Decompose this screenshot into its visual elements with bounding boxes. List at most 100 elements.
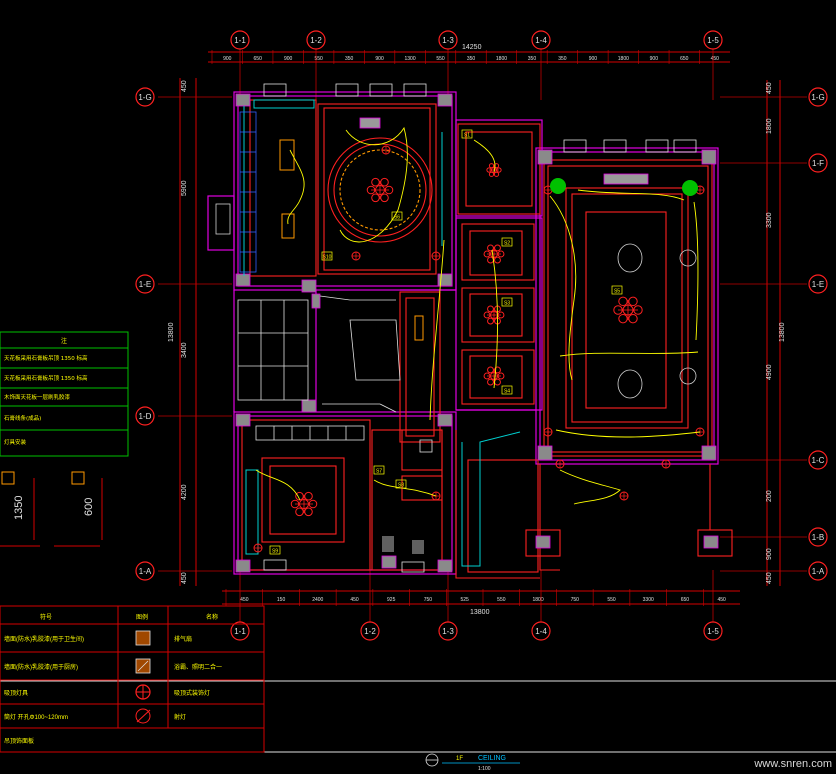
bottom-dim-value: 750 (571, 597, 580, 603)
right-dim: 1800 (766, 118, 773, 134)
pendant-lamp-icon (483, 305, 505, 325)
tag-label: S10 (323, 255, 332, 261)
right-dim: 13800 (779, 322, 786, 342)
top-dim-value: 1800 (496, 56, 507, 62)
downlight-icon (543, 427, 553, 437)
bottom-dim-value: 550 (607, 597, 616, 603)
bottom-dim-value: 2400 (312, 597, 323, 603)
grid-bubble-right: 1-G (808, 87, 828, 107)
height-markers: 1350 600 (0, 471, 103, 547)
tag-label: S9 (272, 549, 278, 555)
tag-label: S7 (376, 469, 382, 475)
grid-bubble-top: 1-2 (306, 30, 326, 50)
grid-bubble-top: 1-5 (703, 30, 723, 50)
bottom-dim-value: 550 (497, 597, 506, 603)
pendant-lamp-icon (483, 366, 505, 386)
grid-bubble-top: 1-3 (438, 30, 458, 50)
grid-bubble-left: 1-G (135, 87, 155, 107)
pendant-lamp-icon (486, 163, 502, 177)
note-line: 天花板采用石膏板吊顶 1350 标高 (4, 354, 88, 362)
grid-bubble-bottom: 1-1 (230, 621, 250, 641)
top-dim-value: 900 (284, 56, 293, 62)
tag-box (501, 297, 513, 307)
svg-text:1-E: 1-E (139, 280, 151, 289)
downlight-icon (661, 459, 671, 469)
legend-name: 排气扇 (174, 635, 192, 643)
drawing-title-text: CEILING (478, 755, 506, 762)
legend-desc: 筒灯 开孔Φ100~120mm (4, 713, 68, 721)
legend-header: 图例 (136, 613, 148, 621)
tag-box (321, 251, 333, 261)
right-dim: 3300 (766, 212, 773, 228)
grid-bubble-left: 1-E (135, 274, 155, 294)
grid-bubble-right: 1-F (808, 153, 828, 173)
tag-label: S8 (398, 483, 404, 489)
top-dim-value: 650 (254, 56, 263, 62)
drawing-title: 1F CEILING 1:100 (425, 753, 520, 772)
downlight-icon (381, 145, 391, 155)
legend-symbols (135, 630, 151, 724)
top-dim-value: 900 (223, 56, 232, 62)
svg-text:1-3: 1-3 (442, 627, 454, 636)
pendant-lamp-icon (366, 177, 394, 203)
svg-text:1-A: 1-A (139, 567, 152, 576)
note-line: 石膏线条(成品) (4, 414, 41, 422)
bottom-dim-value: 450 (717, 597, 726, 603)
right-dim: 200 (766, 490, 773, 502)
svg-text:1-3: 1-3 (442, 36, 454, 45)
ceiling-lamp-icon (135, 684, 151, 700)
bottom-dim-value: 750 (424, 597, 433, 603)
grid-bubble-bottom: 1-3 (438, 621, 458, 641)
pendant-lamp-icon (613, 296, 643, 324)
grid-bubble-top: 1-1 (230, 30, 250, 50)
downlight-icon (135, 708, 151, 724)
grid-bubble-left: 1-D (135, 406, 155, 426)
svg-text:1-G: 1-G (138, 93, 151, 102)
tag-box (501, 385, 513, 395)
grid-bubble-left: 1-A (135, 561, 155, 581)
bottom-dim-value: 650 (681, 597, 690, 603)
pendant-lamp-icon (290, 491, 318, 517)
downlight-icon (351, 251, 361, 261)
svg-text:1-F: 1-F (812, 159, 824, 168)
svg-text:1-4: 1-4 (535, 36, 547, 45)
height-value: 1350 (13, 496, 25, 520)
tag-label: S1 (464, 133, 470, 139)
downlight-icon (253, 543, 263, 553)
svg-text:1-1: 1-1 (234, 36, 246, 45)
top-dim-value: 1300 (404, 56, 415, 62)
bottom-dimension-lines (222, 590, 740, 605)
legend-desc: 墙面(防水)乳胶漆(用于卫生间) (4, 635, 84, 643)
tag-box (373, 465, 385, 475)
tag-label: S4 (504, 389, 510, 395)
downlight-icon (555, 459, 565, 469)
legend-desc: 吸顶灯具 (4, 689, 28, 697)
tag-box (501, 237, 513, 247)
legend-name: 吸顶式装饰灯 (174, 689, 210, 697)
left-dim: 450 (181, 572, 188, 584)
grid-bubble-right: 1-A (808, 561, 828, 581)
legend-name: 浴霸、照明二合一 (174, 663, 222, 671)
svg-text:1-5: 1-5 (707, 627, 719, 636)
vertical-dimension-lines (179, 78, 781, 586)
legend-table (0, 605, 265, 753)
top-total-dimension: 14250 (462, 44, 482, 51)
svg-text:1-E: 1-E (812, 280, 824, 289)
top-dim-value: 650 (680, 56, 689, 62)
right-dim: 900 (766, 548, 773, 560)
grid-bubble-bottom: 1-4 (531, 621, 551, 641)
legend-name: 射灯 (174, 713, 186, 721)
grid-bubble-right: 1-B (808, 527, 828, 547)
svg-text:1-2: 1-2 (310, 36, 322, 45)
tag-label: S3 (504, 301, 510, 307)
svg-text:1-C: 1-C (812, 456, 825, 465)
drawing-scale: 1:100 (478, 766, 491, 772)
grid-axis-lines (158, 48, 807, 625)
bottom-dim-value: 925 (387, 597, 396, 603)
tag-box (395, 479, 407, 489)
svg-text:1-1: 1-1 (234, 627, 246, 636)
left-dim: 450 (181, 80, 188, 92)
exhaust-fan-icon (135, 630, 151, 646)
